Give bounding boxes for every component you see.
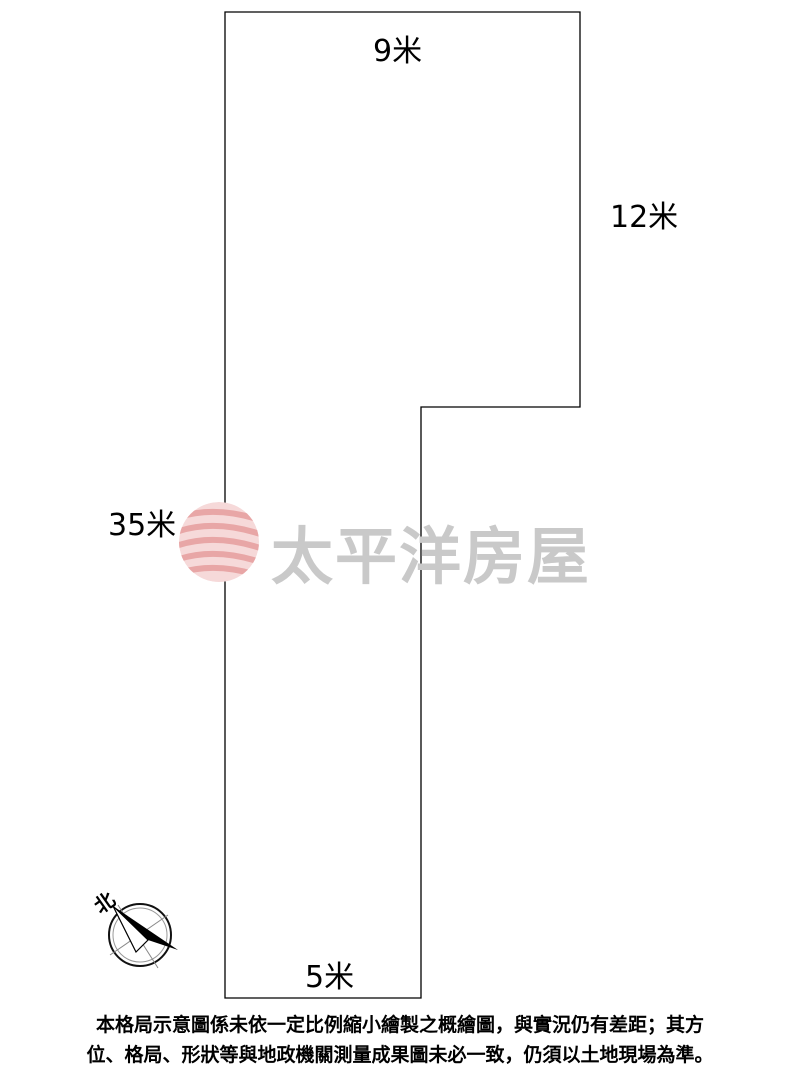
compass-north-arrow-icon: 北 xyxy=(89,887,178,969)
pacific-realty-sphere-logo xyxy=(179,502,259,582)
dimension-left-label: 35米 xyxy=(108,508,177,543)
dimension-top-label: 9米 xyxy=(373,34,423,69)
watermark-brand-text: 太平洋房屋 xyxy=(271,520,592,593)
watermark: 太平洋房屋 xyxy=(176,500,636,593)
compass-north-label: 北 xyxy=(89,887,119,918)
disclaimer-line-2: 位、格局、形狀等與地政機關測量成果圖未必一致，仍須以土地現場為準。 xyxy=(86,1044,714,1066)
disclaimer: 本格局示意圖係未依一定比例縮小繪製之概繪圖，與實況仍有差距；其方 位、格局、形狀… xyxy=(0,1010,800,1070)
dimension-right-label: 12米 xyxy=(610,200,679,235)
disclaimer-line-1: 本格局示意圖係未依一定比例縮小繪製之概繪圖，與實況仍有差距；其方 xyxy=(95,1014,704,1036)
lot-outline xyxy=(224,11,581,999)
dimension-bottom-label: 5米 xyxy=(305,960,355,995)
